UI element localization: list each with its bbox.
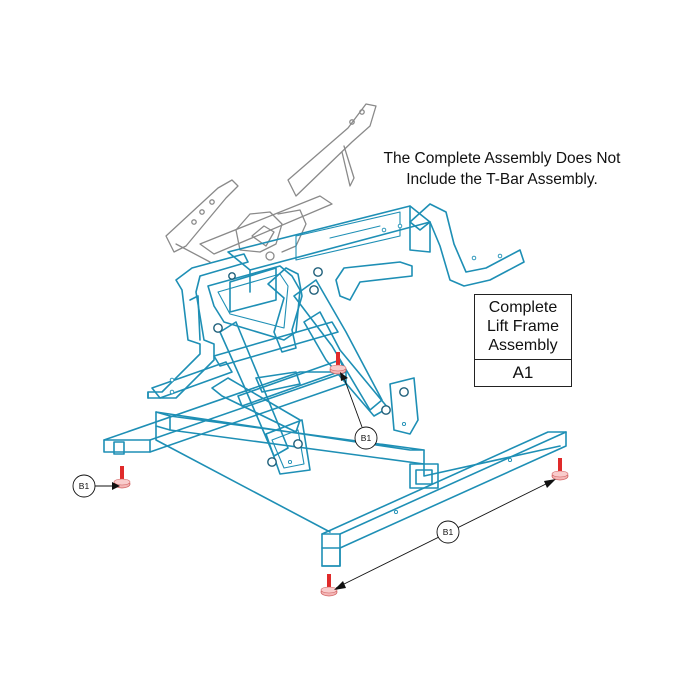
note-line-1: The Complete Assembly Does Not	[383, 150, 621, 167]
reference-code: A1	[512, 363, 534, 382]
callout-b1-front: B1	[334, 479, 556, 590]
reference-title-line: Lift Frame	[486, 318, 559, 335]
assembly-note: The Complete Assembly Does Not Include t…	[352, 148, 652, 190]
callout-label: B1	[443, 527, 454, 537]
callout-b1-left: B1	[72, 474, 120, 498]
glide-center	[329, 352, 347, 375]
reference-table: Complete Lift Frame Assembly A1	[474, 294, 572, 387]
reference-title: Complete Lift Frame Assembly	[475, 295, 571, 360]
reference-title-line: Assembly	[488, 337, 558, 354]
callout-b1-center: B1	[340, 372, 378, 450]
note-line-2: Include the T-Bar Assembly.	[406, 171, 598, 188]
glide-front-left	[320, 574, 338, 597]
callout-label: B1	[79, 481, 90, 491]
reference-title-line: Complete	[488, 299, 558, 316]
t-bar-assembly	[165, 103, 377, 263]
glide-front-right	[551, 458, 569, 481]
callout-label: B1	[361, 433, 372, 443]
